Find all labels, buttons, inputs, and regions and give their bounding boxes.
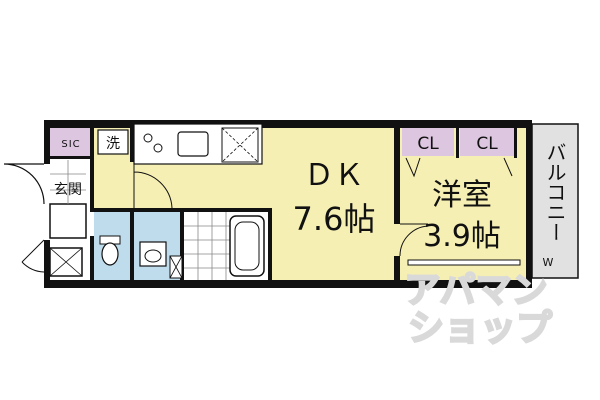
closet-1-floor — [402, 128, 454, 156]
stove-burner-icon — [143, 133, 153, 143]
dk-size-label: 7.6帖 — [293, 200, 376, 238]
entrance-door — [3, 163, 45, 205]
inner-walls — [50, 124, 517, 280]
outer-walls — [44, 120, 532, 288]
closet-1-label: CL — [417, 134, 439, 154]
entrance-label: 玄関 — [54, 181, 82, 198]
sic-label: SIC — [61, 139, 80, 150]
closet-2-floor — [460, 128, 514, 156]
window-sill — [407, 259, 521, 266]
closet-1-door — [405, 157, 421, 178]
closet-2-door — [503, 157, 513, 177]
western-size-label: 3.9帖 — [423, 219, 501, 254]
balcony-label: バルコニー — [543, 142, 567, 242]
entrance-tiles — [50, 160, 86, 204]
storage-door — [21, 239, 45, 273]
hall-floor — [94, 156, 134, 212]
stove-burner-icon — [153, 143, 163, 153]
balcony-floor — [532, 124, 578, 278]
washing-machine-space — [97, 129, 129, 155]
shoe-storage — [49, 203, 87, 239]
balcony-rail — [531, 123, 579, 279]
watermark-small: W — [543, 256, 554, 269]
laundry-label: 洗 — [106, 136, 120, 152]
watermark-line-1: アパマン — [404, 270, 547, 311]
western-name-label: 洋室 — [432, 178, 492, 213]
dk-name-label: ＤＫ — [304, 158, 364, 193]
closet-2-label: CL — [476, 134, 498, 154]
bathtub-inner — [234, 221, 260, 271]
toilet-icon — [101, 242, 119, 266]
watermark-line-2: ショップ — [408, 308, 552, 349]
western-door — [399, 223, 429, 257]
wash-basin-bowl — [144, 249, 162, 263]
sic-floor — [50, 128, 94, 156]
entrance-storage-cross — [49, 247, 83, 277]
bathroom-tiles — [184, 212, 230, 280]
washroom-storage-cross — [169, 255, 183, 279]
refrigerator-cross — [221, 127, 259, 163]
kitchen-door — [133, 162, 173, 209]
kitchen-sink — [177, 131, 209, 157]
